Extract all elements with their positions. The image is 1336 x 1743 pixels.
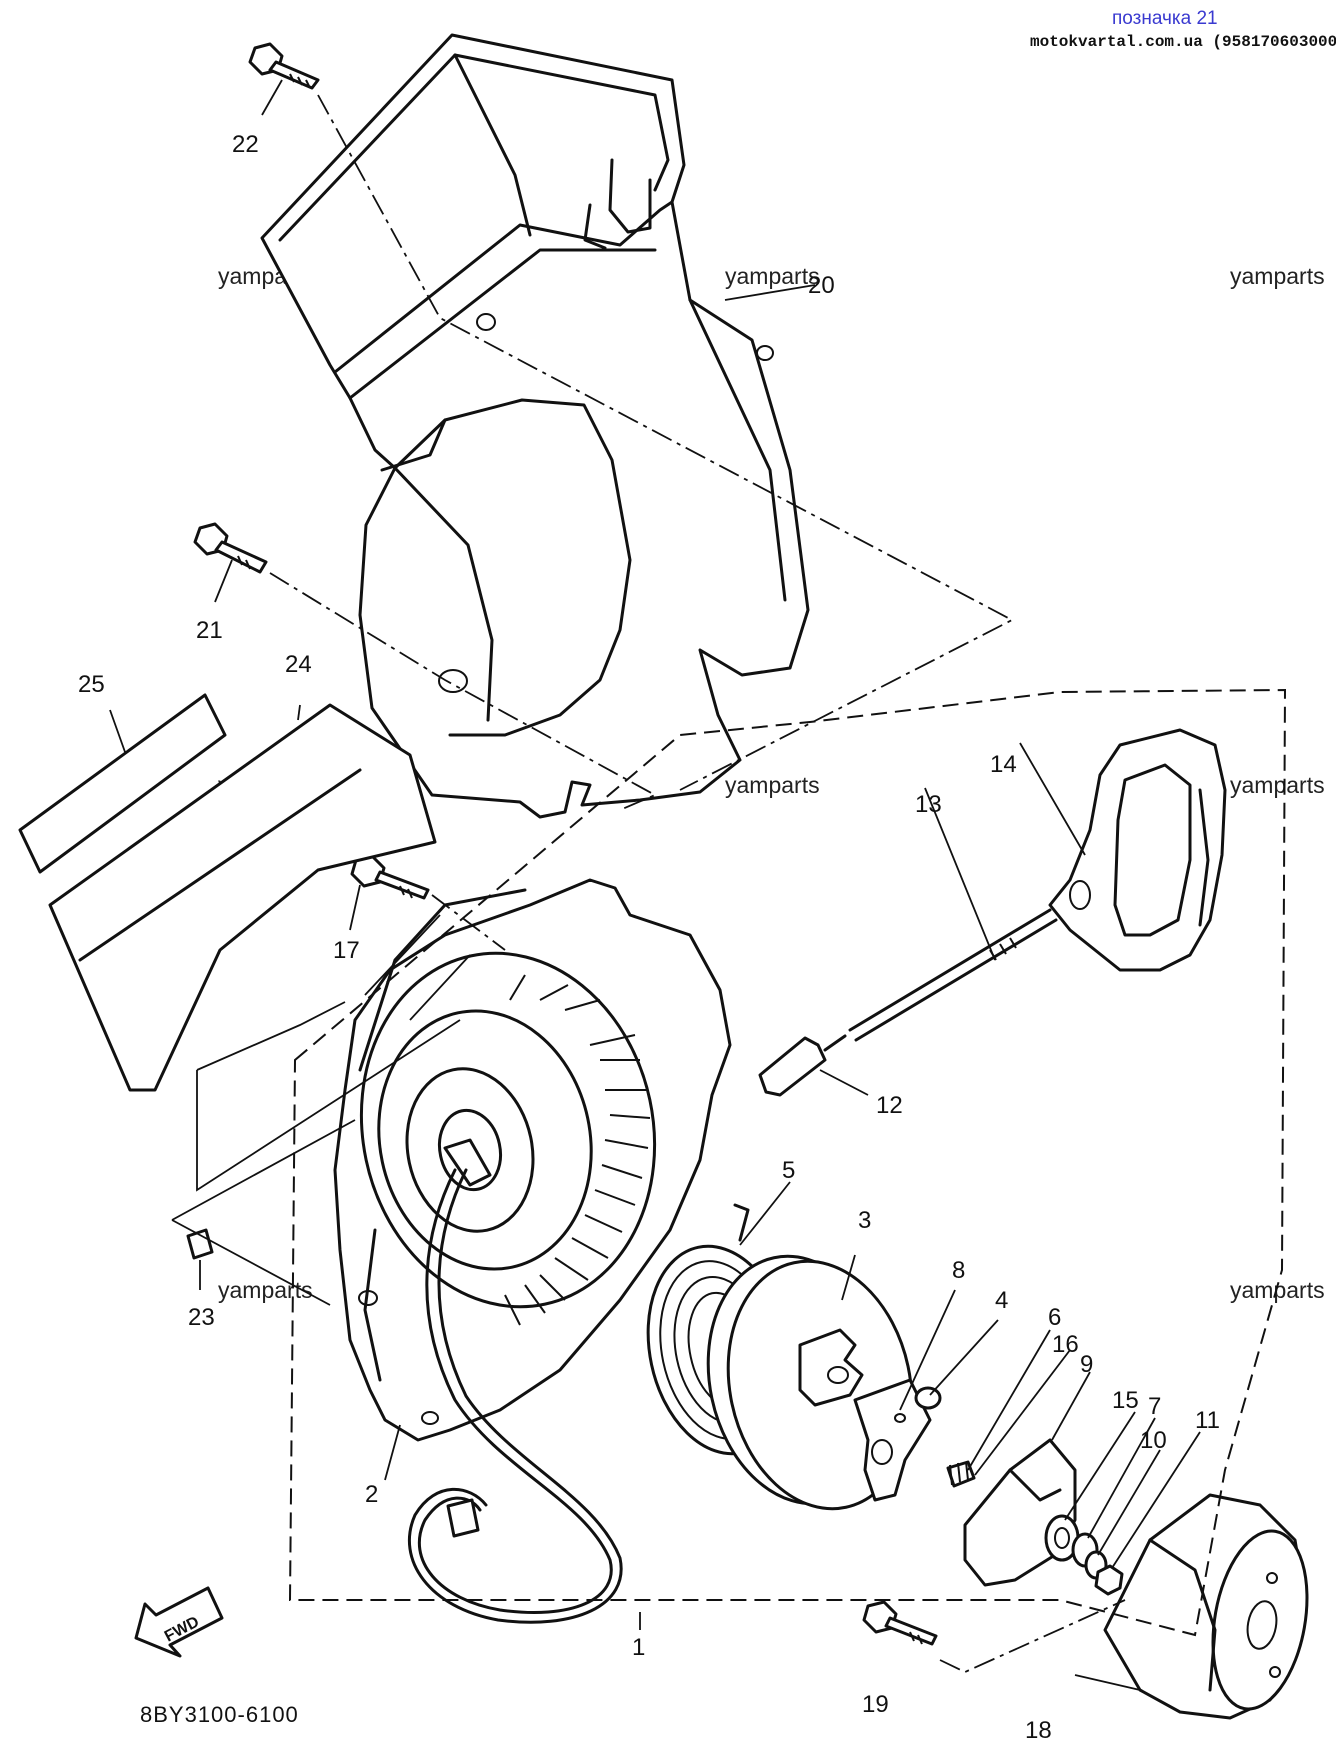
part-21-bolt	[193, 522, 268, 574]
callout-25: 25	[78, 671, 105, 698]
callout-16: 16	[1052, 1331, 1079, 1358]
callout-8: 8	[952, 1257, 965, 1284]
watermark-text: yamparts	[1230, 772, 1325, 798]
callout-2: 2	[365, 1481, 378, 1508]
callout-19: 19	[862, 1691, 889, 1718]
callout-11: 11	[1195, 1407, 1220, 1434]
callout-15: 15	[1112, 1387, 1139, 1414]
part-14-handle	[1048, 728, 1227, 972]
part-25-strip	[18, 693, 227, 874]
callout-22: 22	[232, 131, 259, 158]
callout-6: 6	[1048, 1304, 1061, 1331]
callout-12: 12	[876, 1092, 903, 1119]
callout-3: 3	[858, 1207, 871, 1234]
part-24-side-cover	[48, 703, 437, 1092]
leader-lines	[109, 79, 1201, 1691]
callout-10: 10	[1140, 1427, 1167, 1454]
part-20-fan-shroud	[260, 33, 810, 819]
callout-23: 23	[188, 1304, 215, 1331]
part-4-ratchet	[853, 1378, 942, 1502]
starter-rope	[408, 1168, 623, 1624]
callout-13: 13	[915, 791, 942, 818]
part-17-bolt	[350, 854, 430, 900]
watermark-text: yamparts	[1230, 263, 1325, 289]
alignment-lines	[171, 94, 1126, 1673]
callouts: 22 20 21 25 24 17 14 13 12 5 3 8 4 6 16 …	[78, 131, 1220, 1743]
fwd-arrow-icon: FWD	[134, 1586, 224, 1658]
watermark-text: yamparts	[218, 1277, 313, 1303]
callout-7: 7	[1148, 1393, 1161, 1420]
diagram-code: 8BY3100-6100	[140, 1702, 299, 1727]
part-9-friction-plate	[963, 1438, 1077, 1587]
callout-24: 24	[285, 651, 312, 678]
part-22-bolt	[248, 42, 320, 90]
watermark-text: yamparts	[725, 772, 820, 798]
part-16-spring	[946, 1460, 976, 1488]
part-12-rope-guide	[758, 1034, 847, 1097]
watermark-text: yamparts	[725, 263, 820, 289]
part-23-cap	[186, 1228, 214, 1260]
header-title: позначка 21	[1112, 8, 1218, 29]
assembly-boundary	[288, 688, 1287, 1637]
part-11-nut	[1094, 1564, 1124, 1596]
callout-4: 4	[995, 1287, 1008, 1314]
callout-21: 21	[196, 617, 223, 644]
part-13-rope	[848, 908, 1058, 1042]
callout-18: 18	[1025, 1717, 1052, 1743]
header-source: motokvartal.com.ua (958170603000)	[1030, 33, 1336, 51]
callout-5: 5	[782, 1157, 795, 1184]
part-15-washer	[1044, 1514, 1080, 1562]
part-2-starter-housing	[333, 878, 732, 1442]
part-18-starter-cup	[1103, 1493, 1309, 1720]
callout-1: 1	[632, 1634, 645, 1661]
part-19-bolt	[862, 1600, 938, 1646]
callout-9: 9	[1080, 1351, 1093, 1378]
callout-20: 20	[808, 272, 835, 299]
callout-17: 17	[333, 937, 360, 964]
callout-14: 14	[990, 751, 1017, 778]
